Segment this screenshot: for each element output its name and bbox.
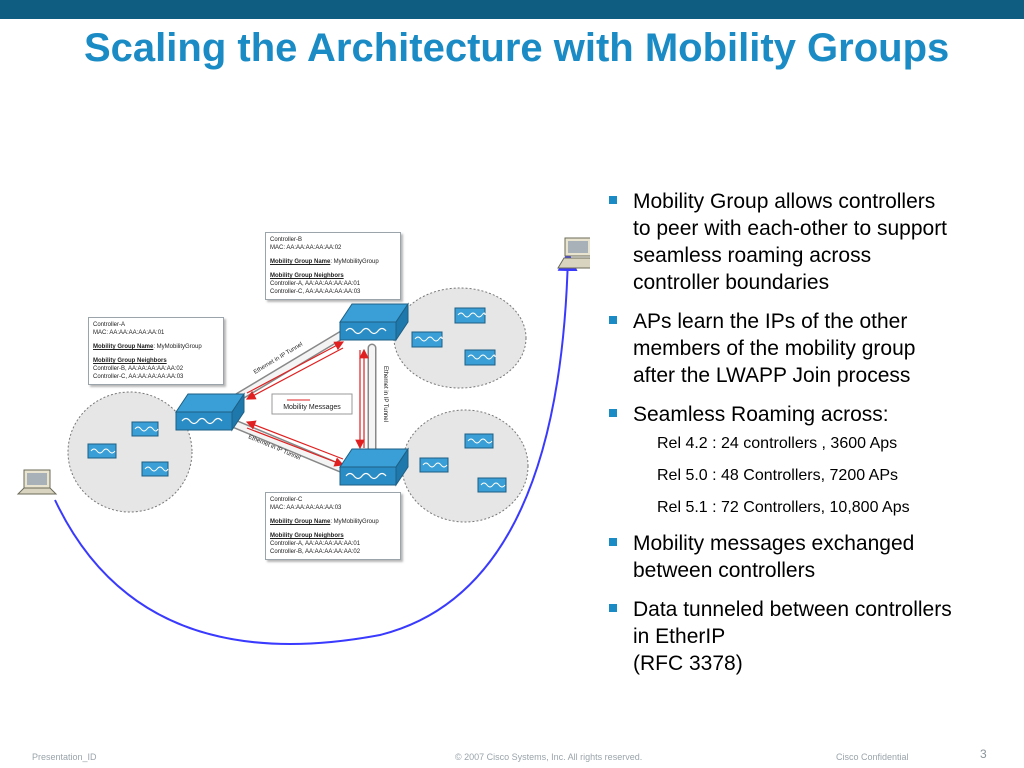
slide-title: Scaling the Architecture with Mobility G… bbox=[84, 26, 950, 70]
controller-b-group-value: : MyMobilityGroup bbox=[330, 259, 379, 265]
controller-c-group-label: Mobility Group Name bbox=[270, 519, 331, 525]
access-point-icon bbox=[411, 331, 443, 348]
bullet-marker bbox=[609, 409, 617, 417]
mobility-messages-box bbox=[271, 393, 353, 415]
bullet-list: Mobility Group allows controllers to pee… bbox=[609, 188, 1014, 689]
access-point-icon bbox=[87, 443, 117, 459]
controller-a-mac: MAC: AA:AA:AA:AA:AA:01 bbox=[93, 330, 165, 336]
controller-b-info: Controller-B MAC: AA:AA:AA:AA:AA:02 Mobi… bbox=[265, 232, 401, 300]
laptop-icon bbox=[16, 469, 58, 495]
controller-b-neighbor: Controller-A, AA:AA:AA:AA:AA:01 bbox=[270, 281, 361, 287]
tunnel-ab bbox=[225, 325, 355, 407]
page-number: 3 bbox=[980, 747, 987, 761]
footer-presentation-id: Presentation_ID bbox=[32, 752, 97, 762]
mobility-messages-label: Mobility Messages bbox=[283, 404, 341, 411]
laptop-icon bbox=[557, 237, 590, 269]
roaming-scale-list: Rel 4.2 : 24 controllers , 3600 Aps Rel … bbox=[633, 434, 1014, 518]
controller-b-neighbor: Controller-C, AA:AA:AA:AA:AA:03 bbox=[270, 289, 361, 295]
diagram-canvas: Ethernet in IP Tunnel Ethernet in IP Tun… bbox=[16, 237, 590, 645]
footer-confidential: Cisco Confidential bbox=[836, 752, 909, 762]
access-point-icon bbox=[131, 421, 159, 437]
controller-c-mac: MAC: AA:AA:AA:AA:AA:03 bbox=[270, 505, 342, 511]
access-point-icon bbox=[141, 461, 169, 477]
bullet-marker bbox=[609, 538, 617, 546]
tunnel-bc-label: Ethernet in IP Tunnel bbox=[382, 366, 388, 422]
controller-a-group-value: : MyMobilityGroup bbox=[153, 344, 202, 350]
controller-a-neighbor: Controller-B, AA:AA:AA:AA:AA:02 bbox=[93, 366, 184, 372]
sub-bullet-item: Rel 5.1 : 72 Controllers, 10,800 Aps bbox=[657, 499, 910, 516]
sub-bullet-item: Rel 4.2 : 24 controllers , 3600 Aps bbox=[657, 435, 898, 452]
message-arrow-ac bbox=[246, 427, 345, 467]
controller-c-neighbor: Controller-A, AA:AA:AA:AA:AA:01 bbox=[270, 541, 361, 547]
controller-c-neighbors-label: Mobility Group Neighbors bbox=[270, 533, 344, 539]
controller-b-mac: MAC: AA:AA:AA:AA:AA:02 bbox=[270, 245, 342, 251]
controller-b-switch bbox=[339, 302, 409, 342]
access-point-icon bbox=[477, 477, 507, 493]
message-arrow-ab bbox=[246, 341, 345, 394]
roaming-arc bbox=[54, 251, 578, 645]
bullet-marker bbox=[609, 316, 617, 324]
bullet-item: APs learn the IPs of the other members o… bbox=[609, 308, 1014, 389]
access-point-icon bbox=[464, 433, 494, 449]
controller-b-neighbors-label: Mobility Group Neighbors bbox=[270, 273, 344, 279]
controller-c-group-value: : MyMobilityGroup bbox=[330, 519, 379, 525]
bullet-item: Mobility messages exchanged between cont… bbox=[609, 530, 1014, 584]
footer-copyright: © 2007 Cisco Systems, Inc. All rights re… bbox=[455, 752, 643, 762]
controller-b-name: Controller-B bbox=[270, 237, 303, 243]
sub-bullet-item: Rel 5.0 : 48 Controllers, 7200 APs bbox=[657, 467, 899, 484]
controller-a-info: Controller-A MAC: AA:AA:AA:AA:AA:01 Mobi… bbox=[88, 317, 224, 385]
controller-a-group-label: Mobility Group Name bbox=[93, 344, 154, 350]
controller-c-info: Controller-C MAC: AA:AA:AA:AA:AA:03 Mobi… bbox=[265, 492, 401, 560]
bullet-item: Mobility Group allows controllers to pee… bbox=[609, 188, 1014, 296]
bullet-marker bbox=[609, 196, 617, 204]
controller-a-switch bbox=[175, 392, 245, 432]
controller-a-neighbor: Controller-C, AA:AA:AA:AA:AA:03 bbox=[93, 374, 184, 380]
bullet-item: Seamless Roaming across: Rel 4.2 : 24 co… bbox=[609, 401, 1014, 518]
tunnel-ac bbox=[225, 417, 355, 477]
top-bar bbox=[0, 0, 1024, 19]
ap-cloud-a bbox=[67, 391, 193, 513]
message-arrow-ca bbox=[245, 420, 344, 460]
controller-b-group-label: Mobility Group Name bbox=[270, 259, 331, 265]
controller-c-neighbor: Controller-B, AA:AA:AA:AA:AA:02 bbox=[270, 549, 361, 555]
bullet-marker bbox=[609, 604, 617, 612]
bullet-item: Data tunneled between controllers in Eth… bbox=[609, 596, 1014, 677]
controller-c-name: Controller-C bbox=[270, 497, 303, 503]
message-arrow-ba bbox=[245, 347, 344, 400]
controller-a-neighbors-label: Mobility Group Neighbors bbox=[93, 358, 167, 364]
access-point-icon bbox=[454, 307, 486, 324]
access-point-icon bbox=[464, 349, 496, 366]
controller-c-switch bbox=[339, 447, 409, 487]
mobility-diagram: Ethernet in IP Tunnel Ethernet in IP Tun… bbox=[0, 180, 590, 660]
ap-cloud-c bbox=[401, 409, 529, 523]
access-point-icon bbox=[419, 457, 449, 473]
controller-a-name: Controller-A bbox=[93, 322, 126, 328]
